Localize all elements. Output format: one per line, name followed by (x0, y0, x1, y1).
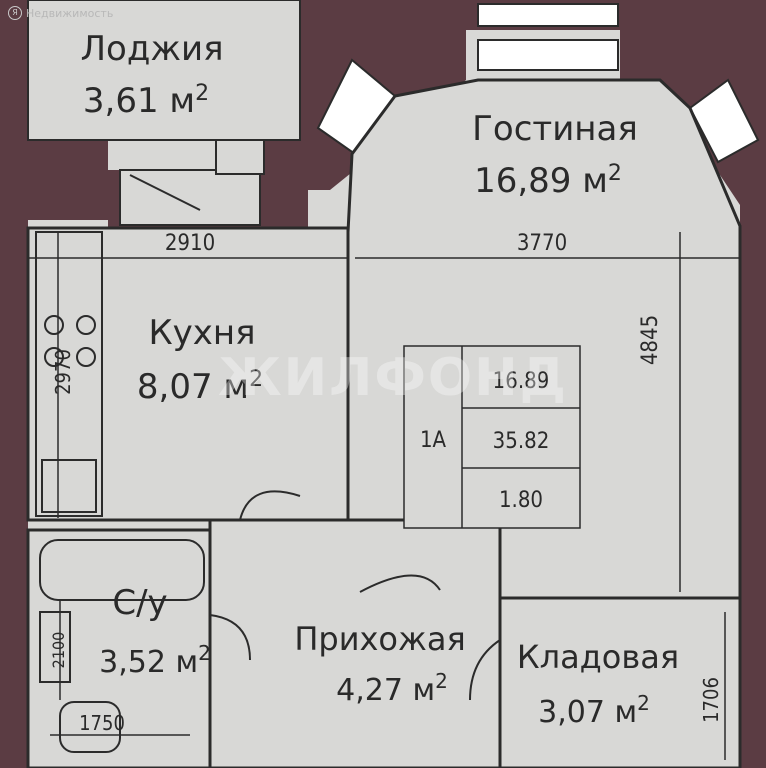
bath-name: С/у (112, 583, 167, 623)
stove-burner-2 (76, 315, 96, 335)
source-watermark: Я Недвижимость (8, 6, 113, 20)
living-area: 16,89 м2 (474, 161, 622, 201)
dim-kitchen-width: 2910 (165, 231, 215, 256)
stove-burner-3 (44, 347, 64, 367)
summary-table: 1А 16.89 35.82 1.80 (403, 345, 581, 529)
stove-burner-4 (76, 347, 96, 367)
kitchen-outline (26, 226, 350, 522)
table-label: 1А (420, 428, 447, 453)
dim-living-width: 3770 (517, 231, 567, 256)
living-name: Гостиная (472, 109, 638, 149)
table-total-area: 35.82 (493, 429, 550, 454)
window-top-2 (477, 39, 619, 71)
kitchen-door (239, 490, 301, 521)
storage-door (469, 639, 501, 701)
bathtub (39, 539, 205, 601)
hall-name: Прихожая (294, 620, 465, 658)
window-right-diag (688, 78, 760, 164)
dimension-lines (28, 232, 740, 760)
table-frame (403, 345, 581, 529)
wall-right (740, 250, 766, 768)
bath-door (209, 614, 251, 661)
counter (35, 231, 103, 517)
loggia-name: Лоджия (80, 29, 223, 69)
stove-burner-1 (44, 315, 64, 335)
loggia-area: 3,61 м2 (83, 81, 209, 121)
dim-storage-height: 1706 (699, 677, 723, 723)
hall-area: 4,27 м2 (336, 669, 448, 708)
kitchen-name: Кухня (148, 313, 255, 353)
window-top-1 (477, 3, 619, 27)
storage-outline (498, 596, 742, 768)
table-ceiling: 1.80 (499, 488, 543, 513)
table-living-area: 16.89 (493, 369, 550, 394)
toilet (59, 701, 121, 753)
watermark-text: Недвижимость (26, 6, 114, 20)
storage-area: 3,07 м2 (538, 691, 650, 730)
wall-loggia-bottom-left (0, 130, 108, 220)
bath-area: 3,52 м2 (99, 641, 211, 680)
wall-pillar (262, 140, 308, 230)
watermark-badge: Я (8, 6, 22, 20)
dim-living-height: 4845 (638, 315, 663, 365)
wall-left (0, 0, 28, 768)
dimension-labels: 2910 3770 4845 2970 2100 1750 1706 (49, 231, 723, 735)
loggia-door-recess (119, 169, 261, 226)
loggia-outline (27, 0, 301, 141)
loggia-door (215, 139, 265, 175)
kitchen-counter (35, 231, 103, 517)
doors (209, 490, 501, 701)
dim-kitchen-height: 2970 (51, 349, 75, 395)
dim-bath-height: 2100 (49, 632, 68, 669)
windows (316, 3, 760, 164)
kitchen-area: 8,07 м2 (137, 367, 263, 407)
hallway-outline (208, 518, 502, 768)
washbasin (39, 611, 71, 683)
large-watermark: ЖИЛФОНД (218, 348, 568, 408)
room-labels: Лоджия 3,61 м2 Гостиная 16,89 м2 Кухня 8… (80, 29, 679, 730)
dim-bath-width: 1750 (79, 711, 125, 735)
sink (41, 459, 97, 513)
living-door (359, 574, 441, 593)
storage-name: Кладовая (517, 638, 679, 676)
loggia-door-swing (129, 174, 201, 211)
